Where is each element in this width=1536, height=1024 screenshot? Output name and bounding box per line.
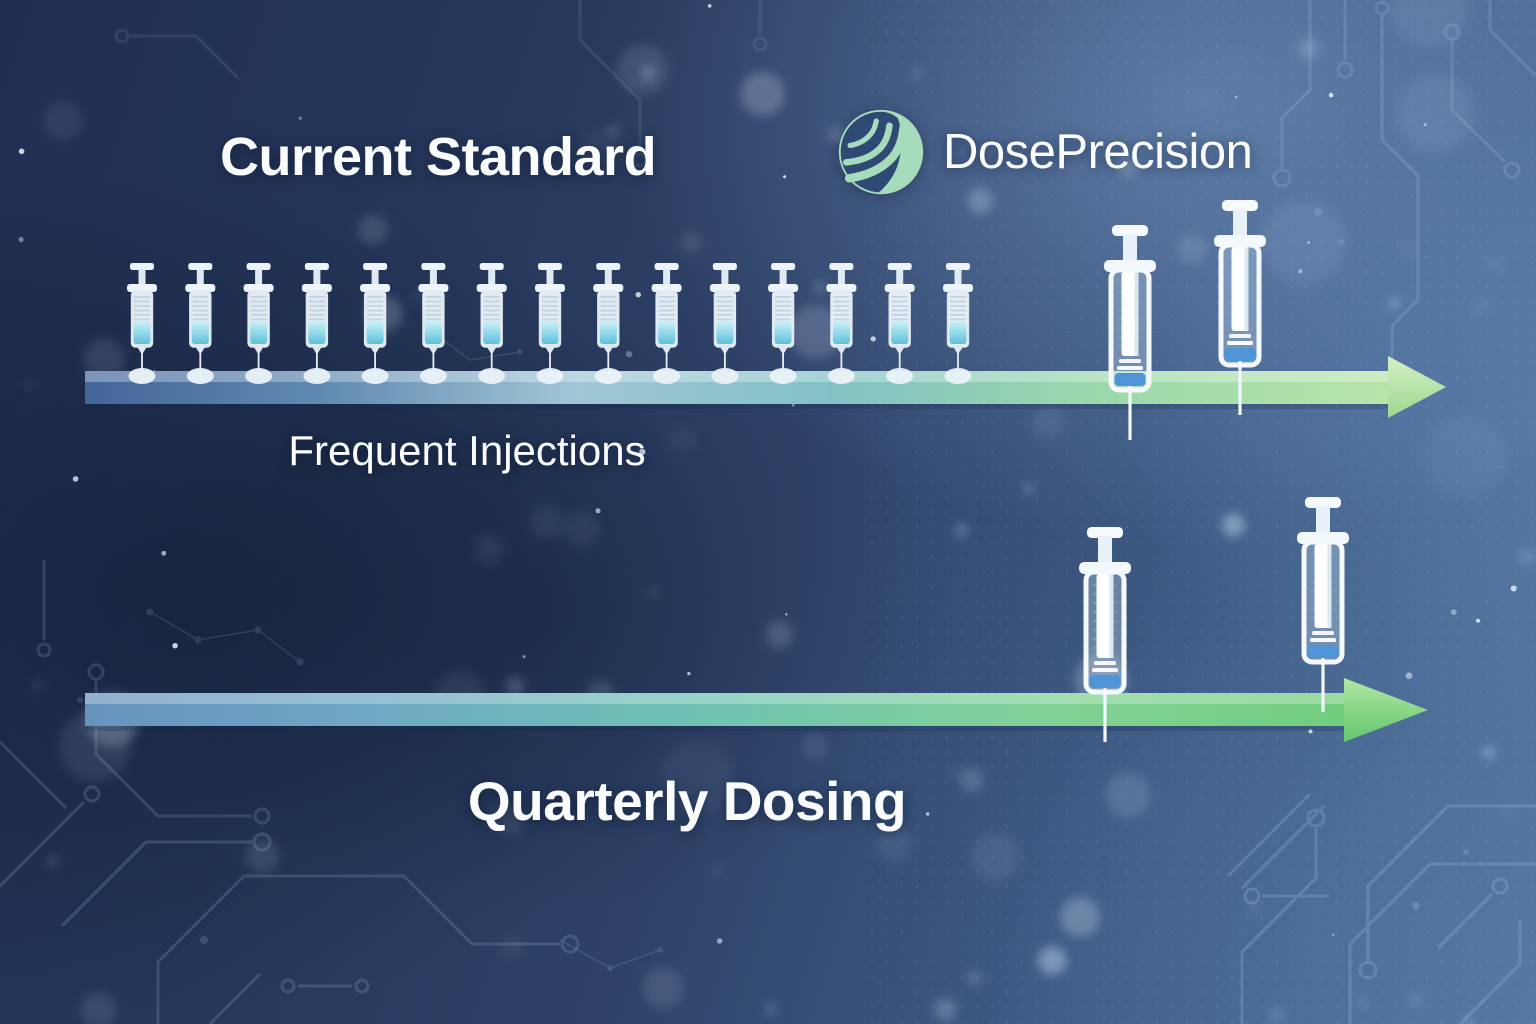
small-syringe-icon	[650, 262, 683, 385]
timeline-arrowhead	[1388, 356, 1446, 418]
timeline-quarterly-dosing	[85, 497, 1428, 742]
small-syringe-icon	[767, 262, 800, 385]
small-syringe-icon	[126, 262, 158, 385]
small-syringe-icon	[708, 262, 741, 385]
doseprecision-logo-icon	[838, 109, 924, 195]
brand-name: DosePrecision	[943, 125, 1253, 179]
timeline-label-frequent-injections: Frequent Injections	[288, 427, 646, 474]
dot-grid-texture	[860, 0, 1536, 1024]
small-syringe-icon	[359, 262, 392, 385]
timeline-label-quarterly-dosing: Quarterly Dosing	[467, 770, 907, 832]
current-standard-title: Current Standard	[220, 127, 657, 187]
timeline-current-standard	[85, 200, 1446, 440]
timeline-arrowhead	[1344, 678, 1428, 742]
timeline-arrow-shaft	[85, 693, 1344, 726]
small-syringe-icon	[417, 262, 450, 385]
small-syringe-icon	[534, 262, 566, 385]
small-syringe-icon	[300, 262, 333, 385]
small-syringe-icon	[592, 262, 625, 385]
brand: DosePrecision	[836, 106, 1253, 198]
small-syringe-icon	[242, 262, 275, 385]
small-syringe-icon	[825, 262, 858, 385]
small-syringe-icon	[184, 262, 217, 385]
small-syringe-icon	[475, 262, 508, 385]
